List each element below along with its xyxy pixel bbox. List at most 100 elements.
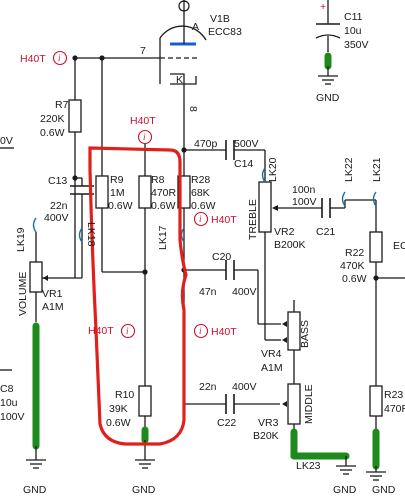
label-r28-value: 68K <box>191 187 210 199</box>
label-c21-rating: 100V <box>292 196 317 208</box>
label-lk18: LK18 <box>85 222 97 247</box>
label-vr4-ref: VR4 <box>261 348 282 360</box>
label-vr2-name: TREBLE <box>247 199 259 240</box>
net-label-h40t-c: i H40T <box>193 211 237 227</box>
label-c14-ref: C14 <box>234 158 253 170</box>
tube-v1b: A K 7 8 V1B ECC83 <box>140 0 242 112</box>
pot-wiper-arrow <box>272 205 278 211</box>
tube-cathode-label: K <box>176 74 183 86</box>
pot-vr1 <box>29 261 43 293</box>
label-v2-cut: EC <box>393 240 405 252</box>
label-gnd: GND <box>23 484 47 496</box>
label-vr2-ref: VR2 <box>274 226 295 238</box>
net-label-glyph: i <box>143 132 146 142</box>
label-r10-ref: R10 <box>115 389 134 401</box>
label-c8-ref: C8 <box>0 383 14 395</box>
resistors <box>68 99 383 417</box>
tube-cathode <box>170 73 185 82</box>
label-r7-ref: R7 <box>55 99 69 111</box>
resistor-r7 <box>68 99 82 133</box>
label-c13-ref: C13 <box>48 175 67 187</box>
pot-vr3 <box>287 383 301 425</box>
resistor-r10 <box>138 385 152 417</box>
junction-dot <box>72 175 78 181</box>
label-r8-ref: R8 <box>151 174 165 186</box>
label-left-0v: 0V <box>0 135 13 147</box>
tube-heater <box>170 76 197 85</box>
label-c21-value: 100n <box>292 184 316 196</box>
net-label-text: H40T <box>88 325 114 337</box>
wires <box>0 0 405 432</box>
ground-symbol <box>336 456 356 475</box>
tube-envelope <box>159 25 207 41</box>
label-c20-ref: C20 <box>212 251 231 263</box>
link-lk22 <box>341 191 346 207</box>
tube-top-marker <box>178 0 190 12</box>
label-c11-value: 10u <box>344 25 362 37</box>
junction-dot <box>373 275 379 281</box>
label-vr4-value: A1M <box>261 362 283 374</box>
link-lk18 <box>78 227 83 243</box>
label-r10-value: 39K <box>109 403 128 415</box>
junctions <box>72 55 379 281</box>
label-c8-rating: 100V <box>0 411 25 423</box>
label-vr1-name: VOLUME <box>17 272 29 316</box>
label-c14-rating: 500V <box>234 138 259 150</box>
label-gnd: GND <box>316 92 340 104</box>
highlight-loop <box>88 146 188 446</box>
label-r22-value: 470K <box>340 260 365 272</box>
label-r8-power: 0.6W <box>151 200 176 212</box>
label-r9-ref: R9 <box>110 174 124 186</box>
tube-pin-grid: 7 <box>140 45 146 57</box>
junction-dot <box>142 269 148 275</box>
label-c20-value: 47n <box>199 286 217 298</box>
net-label-glyph: i <box>126 326 129 336</box>
net-label-h40t-b: H40T i <box>130 115 156 145</box>
tube-anode-label: A <box>192 21 199 33</box>
junction-dot <box>72 55 78 61</box>
junction-dot <box>99 55 105 61</box>
net-label-text: H40T <box>130 115 156 127</box>
net-label-glyph: i <box>199 214 202 224</box>
net-label-circle <box>193 211 209 227</box>
pot-vr4 <box>287 311 301 351</box>
label-vr2-value: B200K <box>274 239 306 251</box>
label-r23-value: 470R <box>384 403 405 415</box>
label-c14-value: 470p <box>194 138 218 150</box>
label-lk21: LK21 <box>371 157 383 182</box>
link-lk19 <box>32 217 37 233</box>
label-c22-value: 22n <box>199 381 217 393</box>
label-c11-ref: C11 <box>344 11 363 23</box>
ground-symbol <box>366 466 386 481</box>
label-c8-value: 10u <box>0 397 18 409</box>
label-r28-power: 0.6W <box>191 200 216 212</box>
ground-symbol <box>26 446 46 469</box>
resistor-r23 <box>369 385 383 417</box>
net-label-glyph: i <box>199 326 202 336</box>
label-r9-value: 1M <box>110 187 125 199</box>
capacitor-c11-plate-curved <box>315 34 341 39</box>
pot-wiper-arrow <box>282 321 287 327</box>
resistor-r9 <box>95 175 109 209</box>
label-gnd: GND <box>372 484 396 496</box>
label-vr1-value: A1M <box>42 301 64 313</box>
net-label-text: H40T <box>211 326 237 338</box>
net-label-text: H40T <box>20 53 46 65</box>
pot-vr2 <box>258 181 272 233</box>
label-r8-value: 470R <box>151 187 177 199</box>
tube-ref: V1B <box>210 13 230 25</box>
ground-symbol <box>318 66 338 85</box>
label-r22-power: 0.6W <box>342 273 367 285</box>
pot-wiper-arrow <box>43 275 48 281</box>
label-c22-rating: 400V <box>232 381 257 393</box>
net-label-circle <box>120 323 136 339</box>
label-gnd: GND <box>333 484 357 496</box>
label-vr1-ref: VR1 <box>42 288 63 300</box>
net-label-h40t-d: H40T i <box>88 323 136 339</box>
resistor-r22 <box>369 231 383 263</box>
label-r7-power: 0.6W <box>40 127 65 139</box>
label-r22-ref: R22 <box>345 247 364 259</box>
net-label-circle <box>193 323 209 339</box>
capacitors: + <box>70 1 341 414</box>
